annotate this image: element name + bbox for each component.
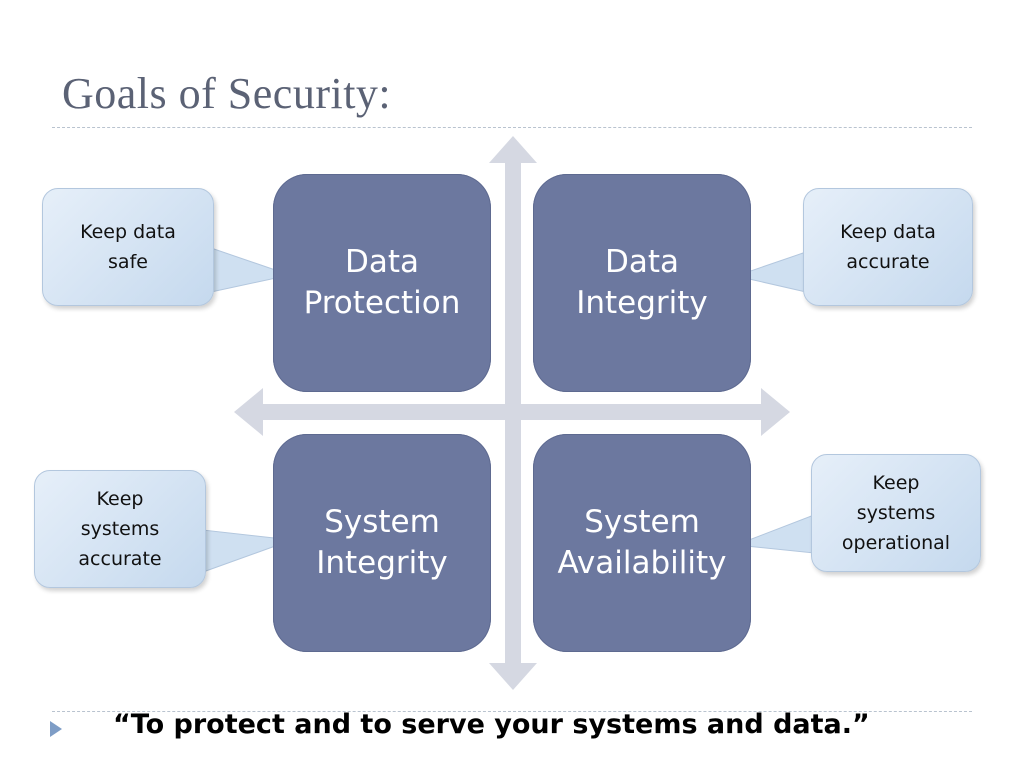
title-divider: [52, 127, 972, 128]
footer-divider: [52, 711, 972, 712]
quadrant-data-protection: Data Protection: [273, 174, 491, 392]
slide-quote: “To protect and to serve your systems an…: [113, 709, 870, 740]
callout-keep-data-safe: Keep data safe: [42, 188, 214, 306]
quadrant-system-availability: System Availability: [533, 434, 751, 652]
callout-keep-systems-accurate: Keep systems accurate: [34, 470, 206, 588]
quadrant-data-integrity: Data Integrity: [533, 174, 751, 392]
quadrant-system-integrity: System Integrity: [273, 434, 491, 652]
callout-keep-systems-operational: Keep systems operational: [811, 454, 981, 572]
triangle-bullet-icon: [50, 721, 62, 737]
slide-title: Goals of Security:: [62, 69, 392, 118]
callout-keep-data-accurate: Keep data accurate: [803, 188, 973, 306]
